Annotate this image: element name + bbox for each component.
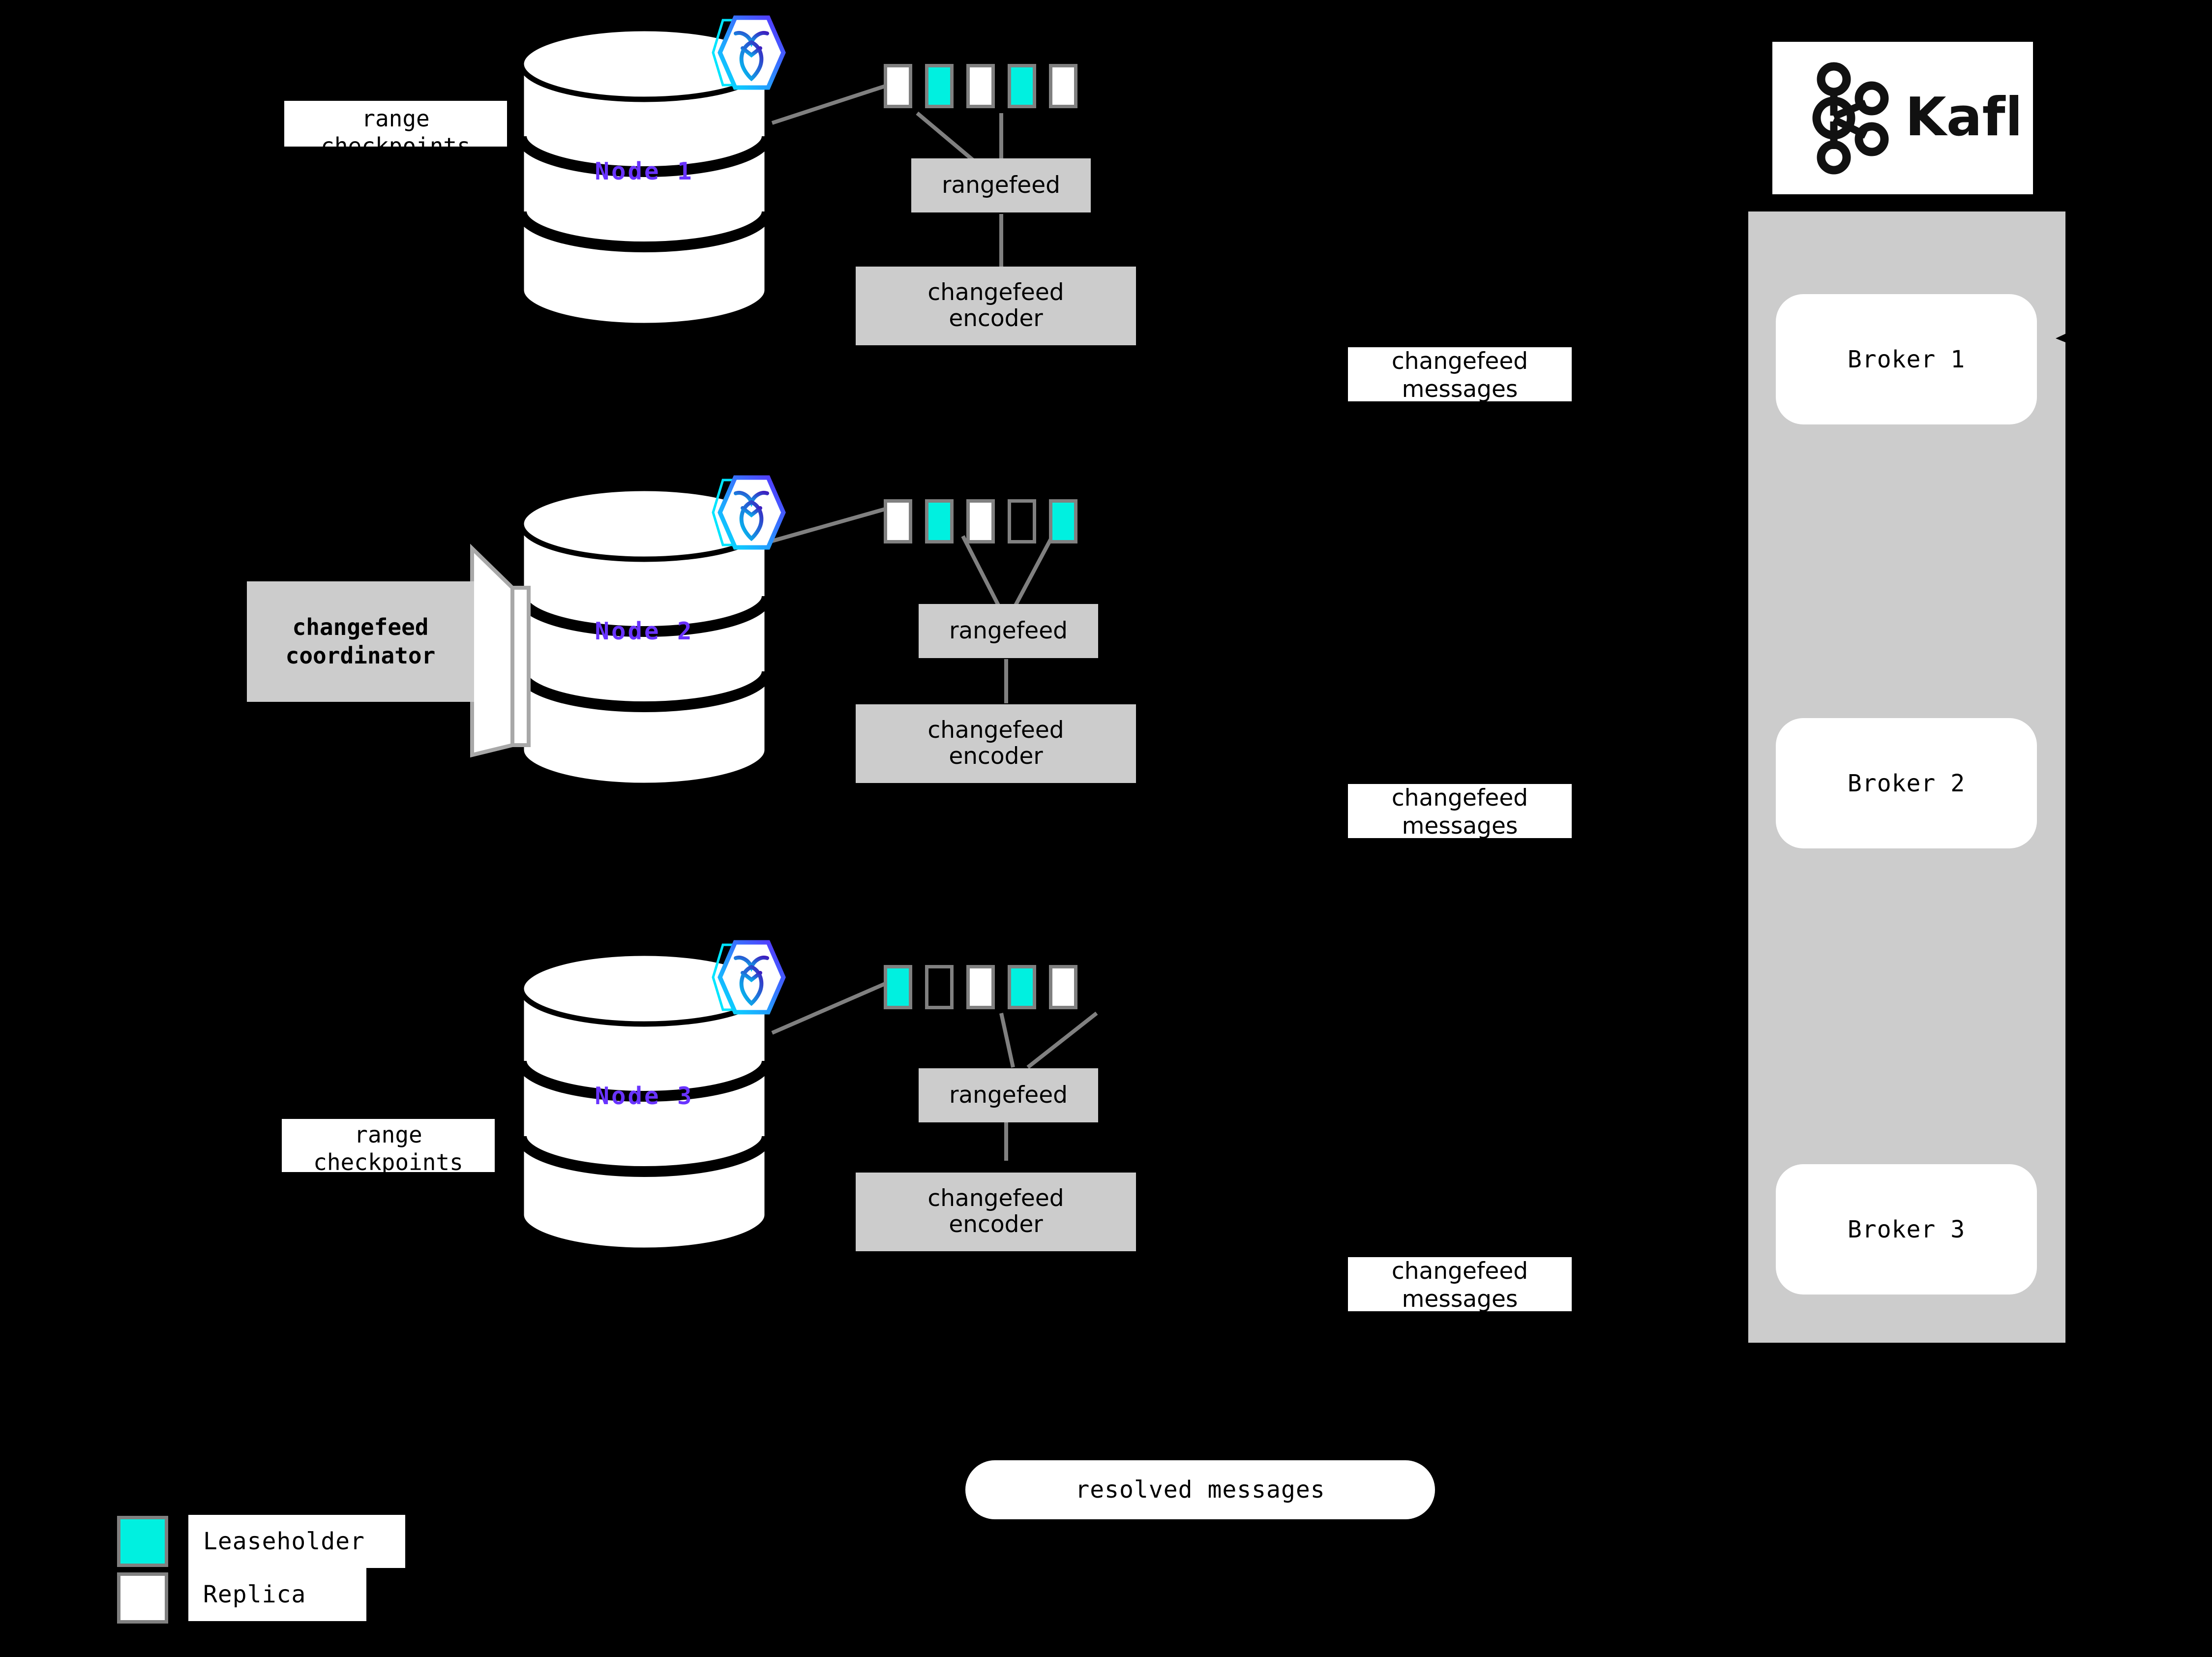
node-2-rangefeed-box[interactable]: rangefeed xyxy=(919,604,1098,658)
changefeed-coordinator-box[interactable]: changefeed coordinator xyxy=(247,581,474,702)
range-leaseholder[interactable] xyxy=(884,965,912,1009)
node-1-range-checkpoints-text: range checkpoints xyxy=(321,105,471,147)
node-1-rangefeed-box[interactable]: rangefeed xyxy=(911,158,1091,212)
changefeed-messages-text: changefeed messages xyxy=(1391,1258,1528,1311)
cockroachdb-hex-icon xyxy=(708,10,792,96)
node-3-changefeed-encoder-label: changefeed encoder xyxy=(927,1185,1064,1238)
range-empty[interactable] xyxy=(925,965,954,1009)
legend-label-leaseholder: Leaseholder xyxy=(188,1515,405,1568)
changefeed-messages-label-1: changefeed messages xyxy=(1348,347,1572,401)
broker-1-box[interactable]: Broker 1 xyxy=(1776,294,2037,424)
node-1-range-row xyxy=(884,64,1090,108)
resolved-messages-label: resolved messages xyxy=(1075,1476,1325,1504)
cockroachdb-hex-icon xyxy=(708,934,792,1021)
range-replica[interactable] xyxy=(966,499,995,543)
range-replica[interactable] xyxy=(966,64,995,108)
resolved-messages-pill[interactable]: resolved messages xyxy=(965,1460,1435,1519)
cockroachdb-hex-icon xyxy=(708,470,792,556)
range-empty[interactable] xyxy=(1008,499,1036,543)
node-1-label: Node 1 xyxy=(595,157,694,185)
node-2-label: Node 2 xyxy=(595,617,694,645)
legend-leaseholder-text: Leaseholder xyxy=(203,1528,365,1555)
node-3-rangefeed-box[interactable]: rangefeed xyxy=(919,1068,1098,1122)
node-1-range-checkpoints-label: range checkpoints xyxy=(284,101,507,147)
broker-1-label: Broker 1 xyxy=(1847,345,1966,373)
broker-2-box[interactable]: Broker 2 xyxy=(1776,718,2037,848)
node-3-label: Node 3 xyxy=(595,1082,694,1110)
broker-3-box[interactable]: Broker 3 xyxy=(1776,1164,2037,1295)
changefeed-messages-label-3: changefeed messages xyxy=(1348,1257,1572,1311)
node-1-rangefeed-label: rangefeed xyxy=(942,171,1060,199)
range-leaseholder[interactable] xyxy=(925,64,954,108)
node-3-range-row xyxy=(884,965,1090,1009)
node-3-range-checkpoints-label: range checkpoints xyxy=(282,1119,495,1172)
range-leaseholder[interactable] xyxy=(1049,499,1077,543)
node-3-rangefeed-label: rangefeed xyxy=(949,1081,1068,1109)
range-replica[interactable] xyxy=(884,499,912,543)
node-2-changefeed-encoder-box[interactable]: changefeed encoder xyxy=(856,704,1136,783)
node-2-range-row xyxy=(884,499,1090,543)
legend-swatch-leaseholder xyxy=(117,1516,168,1567)
node-2-changefeed-encoder-label: changefeed encoder xyxy=(927,717,1064,770)
range-replica[interactable] xyxy=(1049,64,1077,108)
kafka-logo-box: Kafka xyxy=(1772,42,2033,194)
range-leaseholder[interactable] xyxy=(925,499,954,543)
changefeed-messages-label-2: changefeed messages xyxy=(1348,784,1572,838)
range-replica[interactable] xyxy=(884,64,912,108)
broker-3-label: Broker 3 xyxy=(1847,1215,1966,1243)
node-2-rangefeed-label: rangefeed xyxy=(949,617,1068,644)
kafka-wordmark: Kafka xyxy=(1905,87,2018,148)
changefeed-messages-text: changefeed messages xyxy=(1391,784,1528,838)
legend-swatch-replica xyxy=(117,1572,168,1624)
legend-replica-text: Replica xyxy=(203,1581,306,1608)
node-1-cylinder: Node 1 xyxy=(516,27,772,327)
node-3-cylinder: Node 3 xyxy=(516,952,772,1252)
changefeed-coordinator-label: changefeed coordinator xyxy=(285,614,436,669)
changefeed-messages-text: changefeed messages xyxy=(1391,348,1528,401)
range-leaseholder[interactable] xyxy=(1008,64,1036,108)
node-2-cylinder: Node 2 xyxy=(516,487,772,787)
kafka-logo-icon: Kafka xyxy=(1812,62,2018,175)
legend-label-replica: Replica xyxy=(188,1568,366,1621)
node-3-range-checkpoints-text: range checkpoints xyxy=(313,1121,463,1172)
range-replica[interactable] xyxy=(1049,965,1077,1009)
range-replica[interactable] xyxy=(966,965,995,1009)
node-1-changefeed-encoder-label: changefeed encoder xyxy=(927,279,1064,332)
node-3-changefeed-encoder-box[interactable]: changefeed encoder xyxy=(856,1173,1136,1251)
broker-2-label: Broker 2 xyxy=(1847,769,1966,797)
range-leaseholder[interactable] xyxy=(1008,965,1036,1009)
node-1-changefeed-encoder-box[interactable]: changefeed encoder xyxy=(856,267,1136,345)
